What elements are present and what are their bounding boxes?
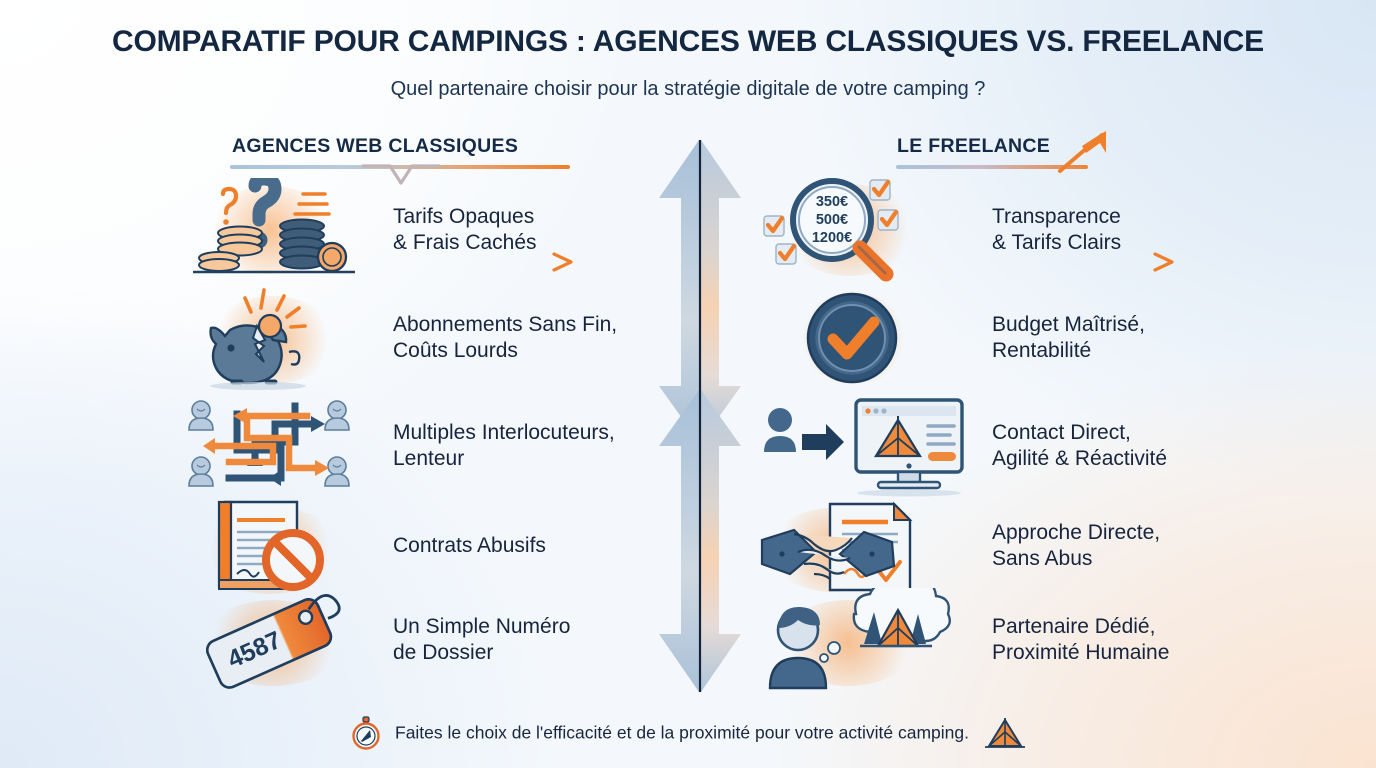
list-item: Multiples Interlocuteurs, Lenteur xyxy=(185,394,655,498)
price-line-3: 1200€ xyxy=(812,230,852,246)
list-item-label: Budget Maîtrisé, Rentabilité xyxy=(992,313,1145,362)
page-subtitle: Quel partenaire choisir pour la stratégi… xyxy=(390,78,986,100)
heading-underline-right xyxy=(896,165,1088,169)
person-thought-tent-icon xyxy=(760,588,955,692)
list-item: Contrats Abusifs xyxy=(185,494,655,598)
list-item: Partenaire Dédié, Proximité Humaine xyxy=(760,588,1230,692)
tent-icon xyxy=(983,716,1027,750)
list-item: 4587 Un Simple Numéro de Dossier xyxy=(185,588,655,692)
list-item: Abonnements Sans Fin, Coûts Lourds xyxy=(185,286,655,390)
page-title: COMPARATIF POUR CAMPINGS : AGENCES WEB C… xyxy=(112,25,1264,58)
list-item-label: Transparence & Tarifs Clairs xyxy=(992,205,1122,254)
list-item-label: Un Simple Numéro de Dossier xyxy=(393,615,571,664)
list-item-label: Partenaire Dédié, Proximité Humaine xyxy=(992,615,1170,664)
footer: Faites le choix de l'efficacité et de la… xyxy=(0,716,1376,750)
magnifier-prices-icon: 350€ 500€ 1200€ xyxy=(760,178,955,282)
heading-notch-icon xyxy=(362,164,440,186)
column-heading-agencies: AGENCES WEB CLASSIQUES xyxy=(232,135,519,157)
footer-text: Faites le choix de l'efficacité et de la… xyxy=(395,722,969,743)
list-item: Contact Direct, Agilité & Réactivité xyxy=(760,394,1230,498)
list-item-label: Abonnements Sans Fin, Coûts Lourds xyxy=(393,313,618,362)
list-item: Approche Directe, Sans Abus xyxy=(760,494,1230,598)
person-arrow-monitor-icon xyxy=(760,394,964,498)
column-heading-freelance: LE FREELANCE xyxy=(897,135,1051,157)
check-badge-coin-icon xyxy=(760,286,955,390)
list-item: Tarifs Opaques & Frais Cachés xyxy=(185,178,655,282)
compass-icon xyxy=(349,716,383,750)
price-tag-icon: 4587 xyxy=(185,588,380,692)
price-line-1: 350€ xyxy=(816,194,848,210)
comparison-divider-arrow xyxy=(655,136,747,696)
growth-arrow-icon xyxy=(1056,127,1118,175)
broken-piggy-bank-icon xyxy=(185,286,380,390)
handshake-contract-icon xyxy=(760,494,955,598)
heading-underline-left xyxy=(230,165,570,169)
list-item: 350€ 500€ 1200€ Transparence & Tarifs Cl… xyxy=(760,178,1230,282)
flow-arrow-icon xyxy=(992,250,1182,272)
contract-forbidden-icon xyxy=(185,494,380,598)
price-line-2: 500€ xyxy=(816,212,848,228)
list-item-label: Tarifs Opaques & Frais Cachés xyxy=(393,205,537,254)
list-item: Budget Maîtrisé, Rentabilité xyxy=(760,286,1230,390)
tangled-arrows-people-icon xyxy=(185,394,380,498)
list-item-label: Approche Directe, Sans Abus xyxy=(992,521,1161,570)
question-mark-coins-icon xyxy=(185,178,380,282)
list-item-label: Contrats Abusifs xyxy=(393,534,546,557)
list-item-label: Multiples Interlocuteurs, Lenteur xyxy=(393,421,615,470)
flow-arrow-icon xyxy=(391,250,581,272)
list-item-label: Contact Direct, Agilité & Réactivité xyxy=(992,421,1168,470)
